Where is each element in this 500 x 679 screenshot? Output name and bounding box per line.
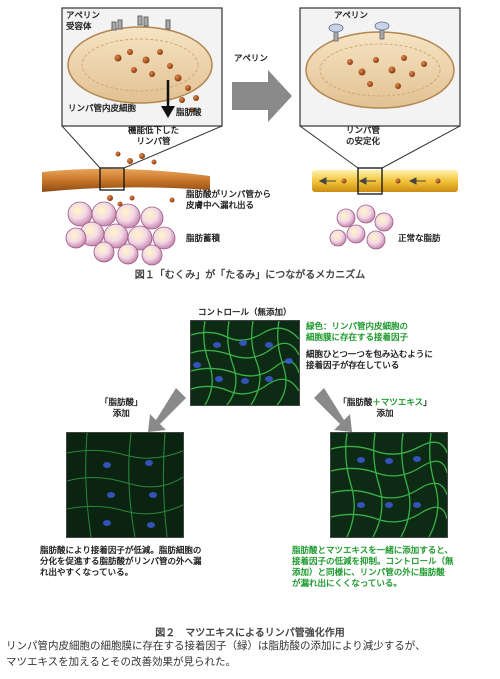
label-dysfunctional-vessel: 機能低下した リンパ管 xyxy=(128,126,180,147)
figure2-caption: 図２ マツエキスによるリンパ管強化作用 xyxy=(155,628,345,639)
figure2-description: リンパ管内皮細胞の細胞膜に存在する接着因子（緑）は脂肪酸の添加により減少するが、… xyxy=(6,640,426,668)
receptors-left xyxy=(111,15,171,31)
fatty-acid-droplets-left xyxy=(114,49,199,113)
lymph-vessel-stable xyxy=(312,170,458,192)
label-apelin-top: アペリン xyxy=(334,11,368,21)
label-receptor: アペリン 受容体 xyxy=(66,11,100,32)
label-fat-accumulation: 脂肪蓄積 xyxy=(186,234,221,244)
label-stabilization: リンパ管 の安定化 xyxy=(346,126,381,147)
normal-fat-cluster xyxy=(329,204,394,250)
figure1-caption: 図１「むくみ」が「たるみ」につながるメカニズム xyxy=(134,270,366,281)
transition-arrow xyxy=(232,70,292,122)
endothelial-cell-left xyxy=(67,26,213,104)
label-control: コントロール（無添加） xyxy=(198,308,292,318)
arrow-to-fatty-acid xyxy=(148,388,186,432)
lymph-vessel-damaged xyxy=(42,168,210,192)
figure2-arrows xyxy=(148,388,352,432)
note-fatty-acid: 脂肪酸により接着因子が低減。脂肪細胞の 分化を促進する脂肪酸がリンパ管の外へ漏 … xyxy=(40,546,202,578)
label-leak: 脂肪酸がリンパ管から 皮膚中へ漏れ出る xyxy=(186,190,272,211)
fatty-acid-droplets-right xyxy=(347,55,427,89)
endothelial-cell-right xyxy=(305,31,455,109)
label-fatty-acid-matsu-added: 「脂肪酸＋マツエキス」 添加 xyxy=(338,398,432,419)
label-endothelial-cell: リンパ管内皮細胞 xyxy=(68,104,137,114)
figure1-diagram xyxy=(42,7,461,266)
apelin-bound-receptors xyxy=(328,21,390,42)
label-fatty-acid-added: 「脂肪酸」 添加 xyxy=(100,398,143,419)
label-black-note: 細胞ひとつ一つを包み込むように 接着因子が存在している xyxy=(306,350,433,371)
fat-accumulation-cluster xyxy=(65,201,176,266)
micrograph-fatty-acid xyxy=(66,432,184,538)
micrograph-control xyxy=(190,320,300,406)
note-fatty-acid-matsu: 脂肪酸とマツエキスを一緒に添加すると、 接着因子の低減を抑制。コントロール（無 … xyxy=(292,546,454,589)
label-green-note: 緑色：リンパ管内皮細胞の 細胞膜に存在する接着因子 xyxy=(306,322,409,343)
micrograph-fatty-acid-matsu xyxy=(330,432,448,538)
label-fatty-acid: 脂肪酸 xyxy=(176,108,202,118)
arrow-to-matsu xyxy=(314,388,352,432)
label-apelin-mid: アペリン xyxy=(234,54,268,64)
flow-arrows xyxy=(318,177,426,185)
label-normal-fat: 正常な脂肪 xyxy=(398,234,441,244)
leaking-droplets xyxy=(107,151,175,207)
